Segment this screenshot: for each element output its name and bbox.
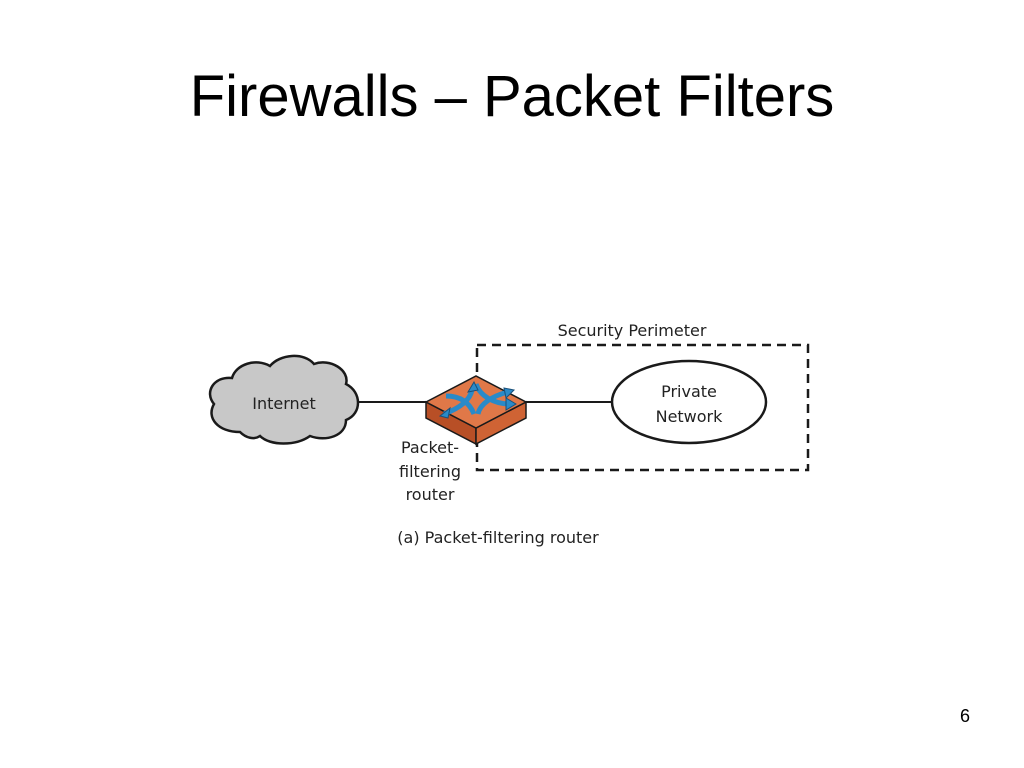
slide-title: Firewalls – Packet Filters (189, 64, 835, 129)
router-label-line2: filtering (399, 462, 461, 481)
router-label-line3: router (406, 485, 455, 504)
router-label-line1: Packet- (401, 438, 459, 457)
private-network-node (610, 359, 768, 445)
internet-label: Internet (252, 394, 316, 413)
router-arrows-icon (438, 380, 517, 419)
private-network-label-line1: Private (661, 382, 717, 401)
internet-cloud-icon (208, 354, 360, 445)
security-perimeter-label: Security Perimeter (558, 321, 707, 340)
diagram-caption: (a) Packet-filtering router (397, 528, 599, 547)
page-number: 6 (959, 706, 970, 726)
router-icon (424, 375, 528, 446)
private-network-label-line2: Network (656, 407, 724, 426)
security-perimeter-boundary (475, 343, 810, 472)
